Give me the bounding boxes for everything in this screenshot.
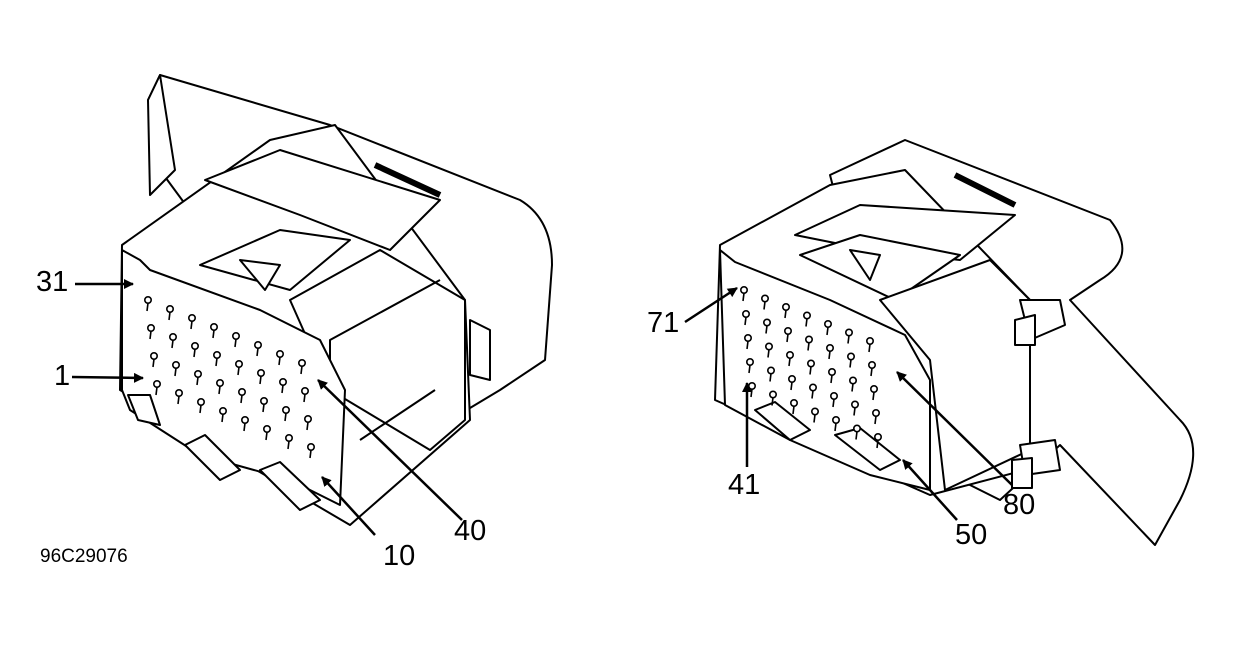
connector-pin — [804, 335, 813, 351]
connector-pin — [175, 388, 184, 405]
leader-71 — [684, 286, 738, 324]
connector-pin — [764, 342, 773, 358]
connector-pin — [827, 367, 836, 384]
connector-pin — [825, 343, 834, 360]
connector-pin — [300, 386, 309, 403]
connector-pin — [303, 414, 312, 431]
connector-pin — [741, 309, 750, 326]
connector-pin — [256, 368, 265, 385]
connector-pin — [169, 332, 178, 349]
figure-code: 96C29076 — [40, 546, 128, 567]
left-pin-array — [144, 295, 315, 459]
connector-pin — [254, 340, 263, 357]
connector-pin — [278, 377, 287, 394]
left-harness-strip — [147, 74, 176, 196]
connector-pin — [219, 406, 228, 423]
connector-pin — [789, 398, 798, 415]
connector-pin — [762, 318, 771, 334]
connector-pin — [846, 352, 855, 368]
connector-pin — [768, 390, 777, 406]
connector-pin — [848, 376, 857, 392]
connector-pin — [766, 366, 775, 382]
connector-pin — [850, 400, 859, 416]
callout-41: 41 — [728, 469, 761, 501]
connector-pin — [871, 408, 880, 425]
connector-pin — [869, 384, 878, 401]
connector-pin — [262, 424, 271, 441]
connector-pin — [781, 302, 790, 319]
callout-1: 1 — [54, 360, 71, 392]
connector-pin — [785, 350, 794, 367]
connector-pin — [188, 313, 197, 330]
connector-pin — [743, 333, 752, 350]
connector-pin — [144, 295, 153, 312]
connector-pin — [739, 285, 748, 302]
connector-pin — [867, 360, 876, 377]
connector-pin — [191, 341, 200, 358]
callout-80: 80 — [1003, 489, 1036, 521]
connector-pin — [787, 374, 796, 391]
connector-pin — [235, 359, 244, 376]
connector-pin — [873, 432, 882, 449]
connector-pin — [232, 331, 241, 348]
right-connector — [714, 139, 1195, 546]
connector-pin — [806, 359, 815, 375]
right-connector-face — [719, 249, 931, 491]
leader-80 — [896, 371, 1013, 486]
connector-pin — [210, 322, 219, 339]
connector-pin — [194, 369, 203, 386]
connector-pin — [810, 407, 819, 423]
leader-10 — [321, 476, 376, 536]
connector-pin — [284, 433, 293, 450]
connector-pin — [306, 442, 315, 459]
connector-pin — [760, 294, 769, 310]
callout-10: 10 — [383, 540, 416, 572]
connector-pin — [275, 349, 284, 366]
connector-pin — [831, 415, 840, 432]
callout-31: 31 — [36, 266, 69, 298]
leader-50 — [902, 459, 958, 521]
connector-pin — [823, 319, 832, 336]
leader-lines — [71, 279, 1013, 536]
connector-pin — [213, 350, 222, 367]
callout-71: 71 — [647, 307, 680, 339]
connector-pin — [865, 336, 874, 353]
connector-pin — [147, 323, 156, 340]
connector-pin — [783, 326, 792, 343]
connector-pin — [852, 424, 861, 440]
left-connector — [119, 74, 553, 526]
connector-pin — [150, 351, 159, 368]
connector-pin — [238, 387, 247, 404]
connector-pin — [259, 396, 268, 413]
left-latch — [204, 149, 441, 251]
connector-pin — [844, 328, 853, 344]
callout-40: 40 — [454, 515, 487, 547]
connector-pin — [216, 378, 225, 395]
connector-pin — [153, 379, 162, 396]
connector-pin — [802, 311, 811, 327]
connector-pin — [808, 383, 817, 399]
leader-1 — [71, 372, 144, 383]
connector-pin — [829, 391, 838, 408]
callout-50: 50 — [955, 519, 988, 551]
connector-pin — [197, 397, 206, 414]
connector-pin — [172, 360, 181, 377]
connector-pin — [297, 358, 306, 375]
connector-pin — [166, 304, 175, 321]
connector-pin — [241, 415, 250, 432]
connector-pin — [281, 405, 290, 422]
connector-pin — [745, 357, 754, 374]
leader-40 — [317, 379, 463, 521]
right-pin-array — [739, 285, 882, 449]
